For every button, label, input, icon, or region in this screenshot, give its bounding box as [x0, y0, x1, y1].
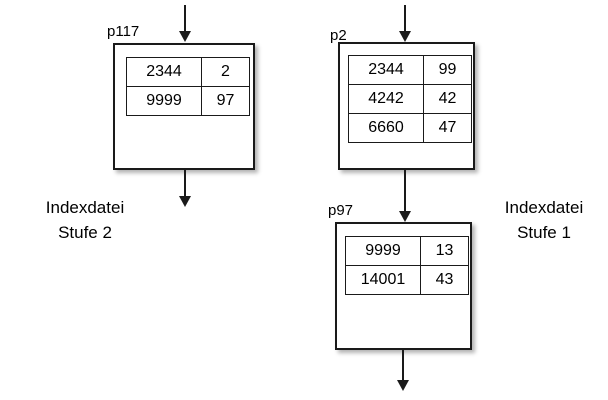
entry-pointer: 2	[201, 57, 250, 87]
caption-line-2: Stufe 2	[58, 222, 112, 242]
arrow-shaft	[184, 170, 186, 196]
table-row: 14001 43	[345, 265, 469, 295]
entry-pointer: 99	[423, 55, 472, 85]
entry-key: 14001	[345, 265, 421, 295]
table-row: 2344 2	[126, 57, 250, 87]
arrow-head	[397, 380, 409, 391]
arrow-head	[399, 31, 411, 42]
caption-right-index-level-1: Indexdatei Stufe 1	[483, 196, 605, 245]
arrow-shaft	[402, 350, 404, 380]
entry-key: 9999	[126, 86, 202, 116]
page-label-p2: p2	[330, 27, 347, 44]
entry-pointer: 47	[423, 113, 472, 143]
table-row: 2344 99	[348, 55, 472, 85]
arrow-shaft	[404, 170, 406, 211]
caption-line-1: Indexdatei	[504, 198, 584, 217]
arrow-from-p97	[397, 350, 409, 391]
table-row: 6660 47	[348, 113, 472, 143]
entry-table-p117: 2344 2 9999 97	[126, 57, 250, 116]
arrow-head	[179, 31, 191, 42]
table-row: 9999 97	[126, 86, 250, 116]
entry-pointer: 13	[420, 236, 469, 266]
arrow-shaft	[184, 5, 186, 31]
page-label-p97: p97	[328, 202, 354, 219]
arrow-into-p2	[399, 5, 411, 42]
arrow-from-p117	[179, 170, 191, 207]
entry-pointer: 42	[423, 84, 472, 114]
caption-left-index-level-2: Indexdatei Stufe 2	[10, 196, 160, 245]
arrow-head	[179, 196, 191, 207]
entry-key: 6660	[348, 113, 424, 143]
entry-key: 2344	[348, 55, 424, 85]
arrow-p2-to-p97	[399, 170, 411, 222]
entry-key: 2344	[126, 57, 202, 87]
arrow-into-p117	[179, 5, 191, 42]
table-row: 4242 42	[348, 84, 472, 114]
caption-line-2: Stufe 1	[517, 222, 571, 242]
caption-line-1: Indexdatei	[45, 198, 125, 217]
entry-pointer: 97	[201, 86, 250, 116]
entry-key: 9999	[345, 236, 421, 266]
arrow-head	[399, 211, 411, 222]
entry-table-p2: 2344 99 4242 42 6660 47	[348, 55, 472, 143]
table-row: 9999 13	[345, 236, 469, 266]
entry-key: 4242	[348, 84, 424, 114]
page-label-p117: p117	[107, 23, 140, 40]
entry-pointer: 43	[420, 265, 469, 295]
entry-table-p97: 9999 13 14001 43	[345, 236, 469, 295]
arrow-shaft	[404, 5, 406, 31]
